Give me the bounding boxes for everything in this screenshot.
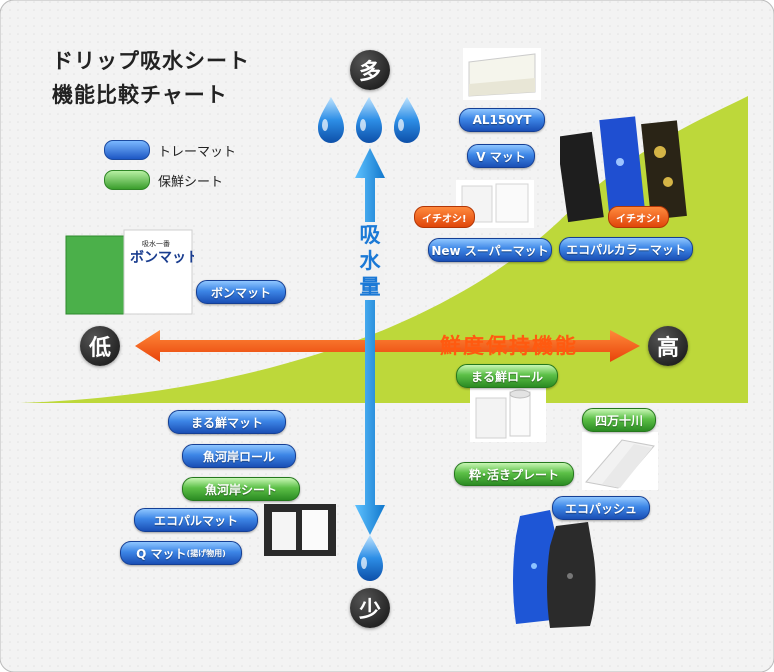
- package-small-text: 吸水一番: [142, 239, 170, 248]
- water-drop-icon: [357, 535, 383, 581]
- legend-tray-mat: トレーマット: [104, 140, 236, 160]
- absorption-axis-label: 吸水量: [356, 222, 384, 300]
- freshness-axis-label: 鮮度保持機能: [440, 334, 578, 358]
- axis-left-label: 低: [80, 326, 120, 366]
- product-new-super-mat[interactable]: New スーパーマット: [428, 238, 552, 262]
- chart-title-line1: ドリップ吸水シート: [52, 49, 250, 73]
- bon-mat-package-image: 吸水一番 ボンマット: [65, 229, 194, 315]
- product-q-mat[interactable]: Q マット(揚げ物用): [120, 541, 242, 565]
- shimanto-product-image: [582, 432, 658, 490]
- absorption-axis-arrow: [355, 148, 385, 535]
- recommend-badge-new-super-mat: イチオシ!: [414, 206, 475, 228]
- product-maru-sen-mat[interactable]: まる鮮マット: [168, 410, 286, 434]
- axis-top-label: 多: [350, 50, 390, 90]
- chart-title: ドリップ吸水シート 機能比較チャート: [52, 44, 250, 112]
- eco-pal-mat-product-image: [264, 504, 336, 556]
- water-drop-icon: [318, 97, 344, 143]
- product-bon-mat[interactable]: ボンマット: [196, 280, 286, 304]
- legend-swatch-green: [104, 170, 150, 190]
- product-v-mat[interactable]: V マット: [467, 144, 535, 168]
- product-q-mat-label: Q マット: [136, 546, 187, 561]
- maru-sen-roll-product-image: [470, 388, 546, 442]
- product-eco-pal-mat[interactable]: エコパルマット: [134, 508, 258, 532]
- legend-label-tray-mat: トレーマット: [158, 144, 237, 160]
- chart-title-line2: 機能比較チャート: [52, 83, 228, 107]
- water-drop-icon: [394, 97, 420, 143]
- axis-bottom-label: 少: [350, 588, 390, 628]
- axis-right-label: 高: [648, 326, 688, 366]
- al150yt-product-image: [463, 48, 541, 100]
- product-iki-plate[interactable]: 粋･活きプレート: [454, 462, 574, 486]
- product-al150yt[interactable]: AL150YT: [459, 108, 545, 132]
- freshness-axis-arrow: [135, 330, 640, 362]
- freshness-curve-area: [20, 96, 748, 403]
- product-eco-passhu[interactable]: エコパッシュ: [552, 496, 650, 520]
- product-uo-kashi-roll[interactable]: 魚河岸ロール: [182, 444, 296, 468]
- product-uo-kashi-sheet[interactable]: 魚河岸シート: [182, 477, 300, 501]
- legend-swatch-blue: [104, 140, 150, 160]
- legend-label-fresh-sheet: 保鮮シート: [158, 174, 224, 190]
- legend-fresh-sheet: 保鮮シート: [104, 170, 223, 190]
- water-drop-icon: [356, 97, 382, 143]
- recommend-badge-eco-pal-color-mat: イチオシ!: [608, 206, 669, 228]
- eco-pal-color-mat-product-image: [560, 116, 687, 223]
- package-brand-text: ボンマット: [130, 250, 194, 266]
- product-q-mat-note: (揚げ物用): [186, 548, 226, 558]
- product-shimanto[interactable]: 四万十川: [582, 408, 656, 432]
- eco-passhu-product-image: [513, 510, 596, 628]
- product-maru-sen-roll[interactable]: まる鮮ロール: [456, 364, 558, 388]
- product-eco-pal-color-mat[interactable]: エコパルカラーマット: [559, 237, 693, 261]
